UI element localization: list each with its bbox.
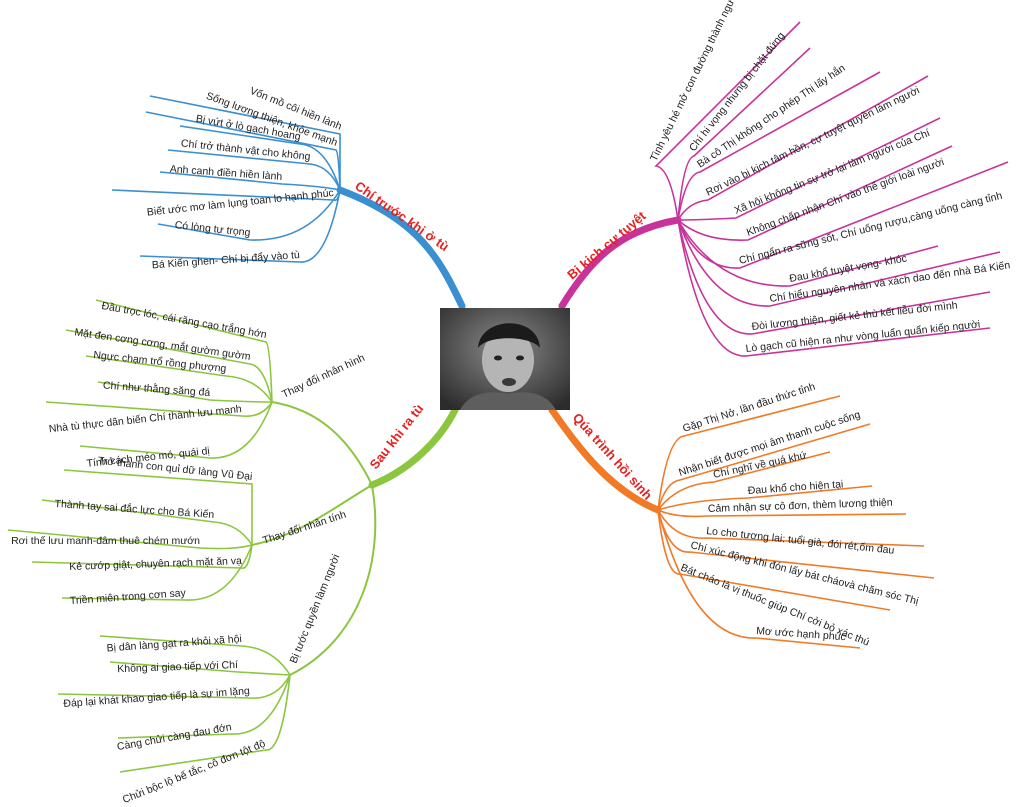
trunk-top-left [336, 186, 466, 310]
leaf-tuoc-quyen-2-line [57, 674, 291, 699]
leaf-nhan-hinh-5-line [79, 401, 273, 459]
leaf-nhan-tinh-2: Rơi thế lưu manh-đâm thuê chém mướn [11, 535, 200, 547]
leaf-top-right-3-line [677, 75, 929, 221]
leaf-tuoc-quyen-2: Đáp lại khát khao giao tiếp là sự im lặn… [63, 685, 250, 710]
branch-label-top-left: Chí trước khi ở tù [352, 178, 452, 254]
leaf-top-right-2-line [677, 71, 881, 221]
leaf-bottom-right-0-line [657, 395, 841, 511]
leaf-nhan-tinh-1: Thành tay sai đắc lực cho Bá Kiến [54, 497, 215, 521]
leaf-top-left-5: Biết ước mơ làm lụng toan lo hạnh phúc [146, 187, 334, 219]
leaf-bottom-right-5-line [657, 509, 925, 547]
leaf-nhan-tinh-2-line [7, 529, 253, 550]
sub-branch-nhan-tinh [251, 484, 373, 546]
leaf-top-left-7: Bá Kiến ghen- Chí bị đẩy vào tù [151, 249, 300, 271]
sub-branch-nhan-hinh [271, 401, 373, 486]
leaf-bottom-right-8-line [657, 509, 861, 649]
branch-label-bottom-right: Qúa trình hồi sinh [570, 410, 656, 503]
group-label-nhan-hinh: Thay đổi nhân hình [280, 352, 367, 401]
leaf-nhan-hinh-4-line [45, 401, 273, 418]
leaf-top-left-6: Có lòng tự trọng [174, 219, 251, 239]
branch-label-top-right: Bi kịch cự tuyệt [564, 208, 649, 283]
leaf-top-left-4: Anh canh điền hiền lành [169, 163, 282, 183]
leaf-nhan-tinh-3-line [31, 544, 253, 569]
center-portrait [440, 308, 570, 410]
leaf-nhan-hinh-2-line [85, 355, 273, 403]
trunk-top-right [558, 216, 682, 310]
leaf-top-right-1-line [677, 47, 811, 221]
leaf-tuoc-quyen-0-line [99, 635, 291, 676]
leaf-top-right-6-line [677, 161, 1009, 269]
portrait-photo-icon [440, 308, 570, 410]
leaf-tuoc-quyen-1: Không ai giao tiếp với Chí [117, 659, 238, 675]
leaf-tuoc-quyen-4-line [119, 674, 291, 773]
leaf-nhan-hinh-0-line [95, 299, 273, 403]
leaf-top-left-1-line [145, 111, 341, 191]
leaf-bottom-right-3-line [657, 485, 873, 511]
leaf-top-left-2-line [179, 125, 341, 191]
leaf-top-left-3-line [167, 149, 341, 191]
leaf-top-right-4-line [677, 117, 941, 221]
leaf-top-left-4-line [159, 171, 341, 191]
leaf-nhan-hinh-1-line [65, 329, 273, 403]
leaf-bottom-right-2-line [657, 451, 831, 511]
leaf-tuoc-quyen-3-line [117, 674, 291, 739]
leaf-top-right-9-line [677, 219, 991, 335]
leaf-nhan-tinh-1-line [41, 499, 253, 546]
leaf-nhan-hinh-3-line [97, 381, 273, 403]
sub-branch-tuoc-quyen [289, 484, 377, 676]
leaf-top-right-8-line [677, 219, 1001, 307]
leaf-nhan-hinh-3: Chí như thằng săng đá [103, 379, 211, 399]
leaf-nhan-tinh-0-line [63, 469, 253, 545]
leaf-tuoc-quyen-1-line [109, 661, 291, 676]
leaf-top-left-6-line [157, 189, 341, 241]
leaf-nhan-tinh-4-line [61, 544, 253, 601]
leaf-nhan-hinh-4: Nhà tù thực dân biến Chí thành lưu manh [48, 403, 242, 435]
leaf-top-right-0-line [654, 21, 801, 221]
trunk-bottom-right [548, 406, 662, 514]
leaf-top-right-5-line [677, 145, 953, 241]
leaf-top-right-10-line [677, 219, 991, 357]
leaf-top-right-7-line [677, 219, 939, 287]
group-label-nhan-tinh: Thay đổi nhân tính [261, 509, 348, 547]
leaf-top-left-7-line [139, 189, 341, 263]
leaf-nhan-tinh-4: Triền miên trong cơn say [69, 587, 187, 607]
leaf-bottom-right-1-line [657, 423, 871, 511]
leaf-tuoc-quyen-0: Bị dân làng gạt ra khỏi xã hội [106, 633, 242, 654]
leaf-nhan-tinh-3: Kẻ cướp giật, chuyên rạch mặt ăn vạ [69, 555, 242, 573]
leaf-bottom-right-4-line [657, 509, 907, 518]
group-label-tuoc-quyen: Bị tước quyền làm người [288, 553, 343, 666]
trunk-bottom-left [368, 406, 459, 489]
